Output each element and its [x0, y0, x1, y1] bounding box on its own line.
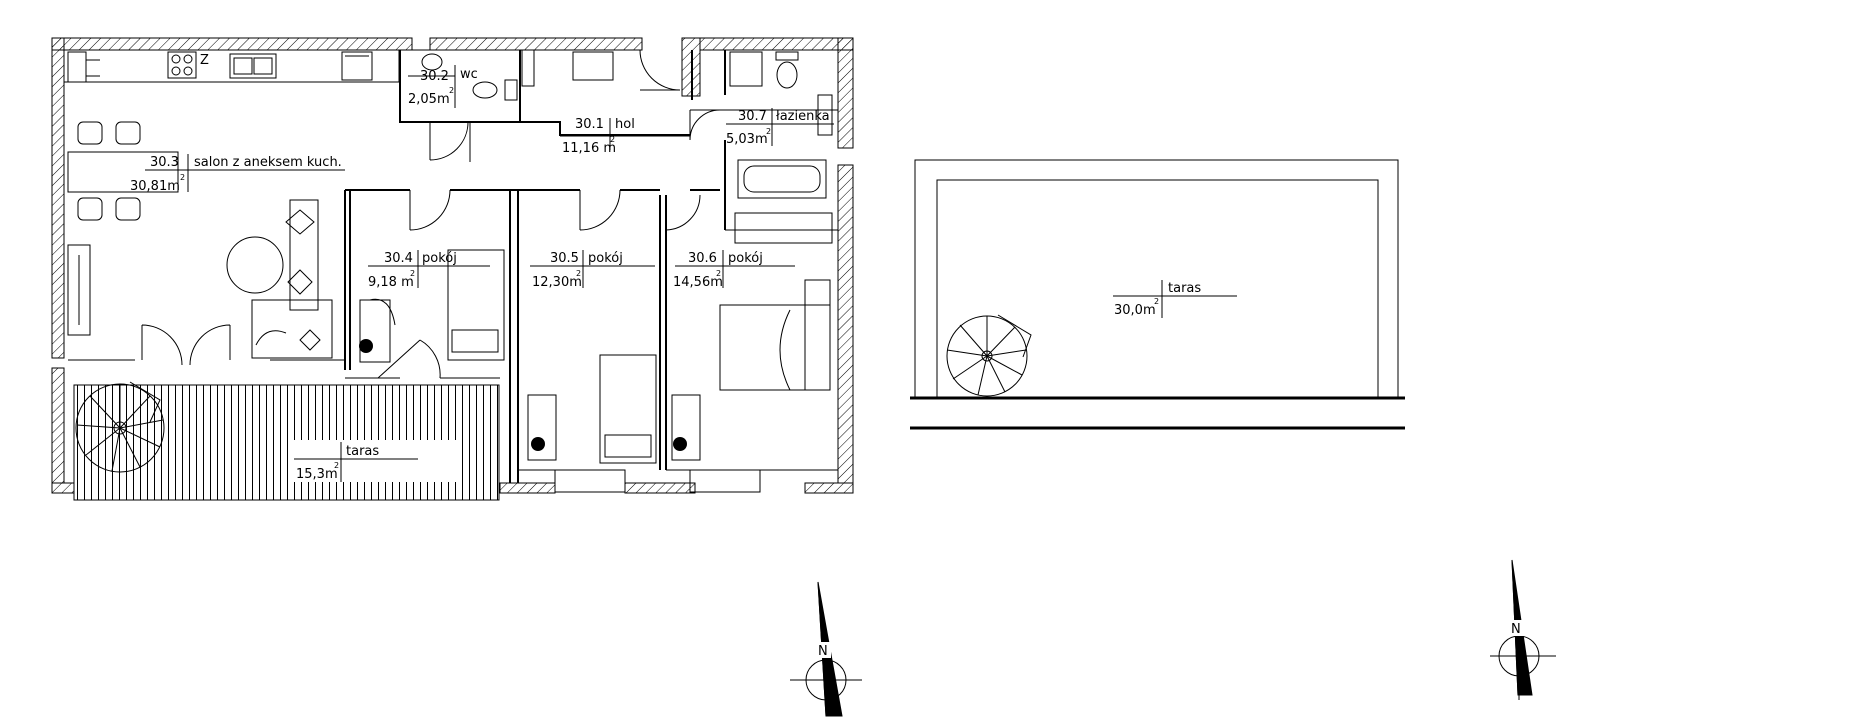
svg-text:pokój: pokój	[588, 251, 623, 266]
svg-text:hol: hol	[615, 117, 635, 132]
svg-text:2: 2	[1154, 297, 1159, 306]
exterior-walls	[51, 37, 854, 494]
svg-text:30.6: 30.6	[688, 251, 717, 266]
svg-text:pokój: pokój	[728, 251, 763, 266]
svg-text:taras: taras	[346, 444, 379, 459]
svg-text:2: 2	[334, 461, 339, 470]
room-label-30-5: 30.5 pokój 12,30m 2	[530, 250, 655, 290]
svg-text:2: 2	[576, 269, 581, 278]
room-label-30-1: 30.1 hol 11,16 m 2	[560, 117, 690, 156]
svg-text:pokój: pokój	[422, 251, 457, 266]
svg-text:2: 2	[449, 86, 454, 95]
svg-text:30.2: 30.2	[420, 69, 449, 84]
floor-plan-apartment: Z	[51, 37, 854, 501]
svg-text:30.1: 30.1	[575, 117, 604, 132]
svg-text:30.4: 30.4	[384, 251, 413, 266]
dining-table	[67, 121, 179, 221]
spiral-stair-2	[946, 314, 1032, 397]
svg-text:30,81m: 30,81m	[130, 179, 180, 194]
room-label-30-6: 30.6 pokój 14,56m 2	[673, 250, 795, 290]
bathroom-fixtures	[572, 51, 833, 244]
svg-text:15,3m: 15,3m	[296, 467, 338, 482]
svg-text:2,05m: 2,05m	[408, 92, 450, 107]
wc-fixtures	[421, 49, 535, 101]
svg-text:N: N	[1511, 622, 1521, 637]
svg-text:wc: wc	[460, 67, 478, 82]
north-arrow-2: N	[1490, 559, 1556, 700]
terrace-label-2: taras 30,0m 2	[1113, 280, 1237, 318]
terrace-label-1: taras 15,3m 2	[294, 442, 418, 482]
svg-text:2: 2	[766, 127, 771, 136]
svg-text:łazienka: łazienka	[776, 109, 830, 124]
room-label-30-3: 30.3 salon z aneksem kuch. 30,81m 2	[130, 154, 345, 194]
svg-text:30,0m: 30,0m	[1114, 303, 1156, 318]
svg-text:salon z aneksem kuch.: salon z aneksem kuch.	[194, 155, 342, 170]
svg-text:2: 2	[610, 135, 615, 144]
svg-text:2: 2	[716, 269, 721, 278]
kitchen-counter	[63, 49, 400, 83]
svg-text:5,03m: 5,03m	[726, 132, 768, 147]
svg-text:9,18 m: 9,18 m	[368, 275, 414, 290]
interior-walls	[68, 50, 838, 483]
svg-text:30.3: 30.3	[150, 155, 179, 170]
spiral-stair-1	[75, 381, 165, 473]
living-furniture	[67, 199, 333, 359]
room-label-30-7: 30.7 łazienka 5,03m 2	[726, 108, 834, 147]
svg-text:30.5: 30.5	[550, 251, 579, 266]
room-label-30-2: 30.2 wc 2,05m 2	[408, 65, 478, 108]
floor-plan-roof-terrace: taras 30,0m 2	[910, 159, 1405, 430]
svg-text:taras: taras	[1168, 281, 1201, 296]
svg-text:14,56m: 14,56m	[673, 275, 723, 290]
svg-text:30.7: 30.7	[738, 109, 767, 124]
svg-text:N: N	[818, 644, 828, 659]
svg-text:11,16 m: 11,16 m	[562, 141, 616, 156]
svg-text:12,30m: 12,30m	[532, 275, 582, 290]
north-arrow-1: N	[790, 581, 862, 717]
room-label-30-4: 30.4 pokój 9,18 m 2	[368, 250, 490, 290]
bedroom-furniture	[359, 249, 831, 464]
fridge-label: Z	[200, 53, 209, 68]
svg-text:2: 2	[410, 269, 415, 278]
doors	[141, 49, 761, 493]
svg-text:2: 2	[180, 173, 185, 182]
